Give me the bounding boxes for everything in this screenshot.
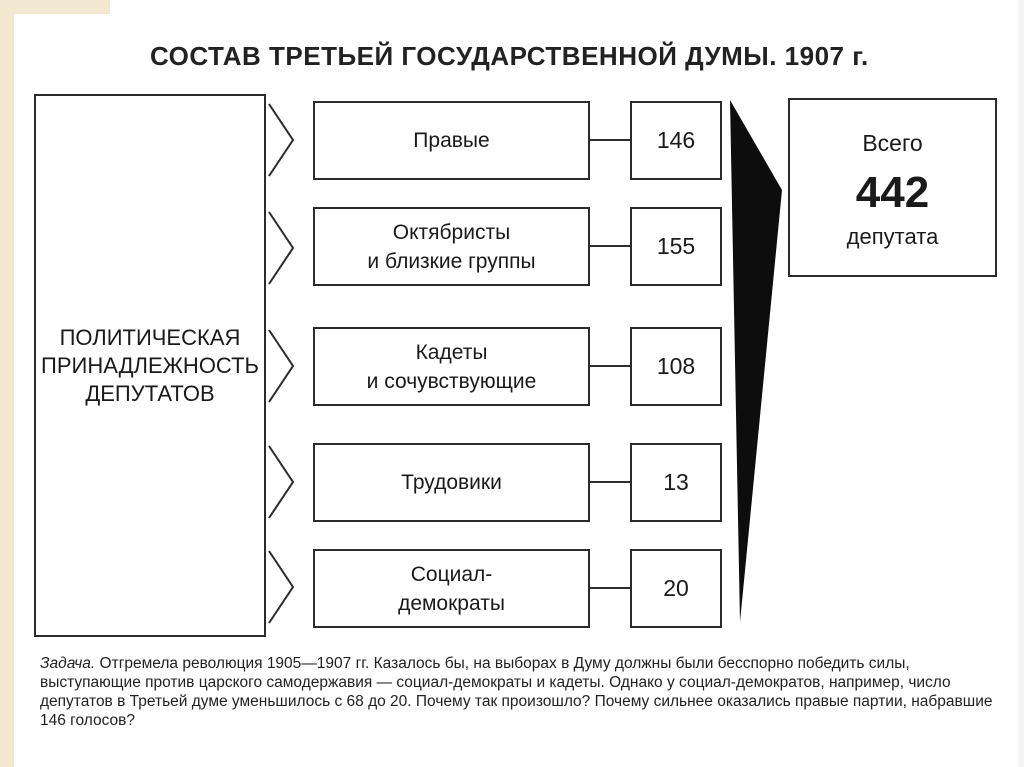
group-count: 20	[663, 575, 689, 601]
group-count: 13	[663, 469, 689, 495]
group-box-right: Правые	[313, 101, 590, 180]
total-suffix: депутата	[846, 224, 939, 249]
task-text: Отгремела революция 1905—1907 гг. Казало…	[40, 655, 993, 729]
slide-top-edge	[0, 0, 110, 14]
chevron-arrow-4	[268, 445, 295, 519]
count-box-social-democrats: 20	[630, 549, 722, 628]
group-box-social-democrats: Социал- демократы	[313, 549, 590, 628]
group-count: 146	[656, 127, 696, 153]
chevron-arrow-2	[268, 211, 295, 285]
political-affiliation-label: ПОЛИТИЧЕСКАЯ ПРИНАДЛЕЖНОСТЬ ДЕПУТАТОВ	[41, 324, 259, 406]
slide-right-edge	[1018, 0, 1024, 767]
group-label: Октябристы и близкие группы	[367, 220, 536, 273]
chevron-arrow-3	[268, 329, 295, 403]
count-box-cadets: 108	[630, 327, 722, 406]
group-count: 155	[656, 233, 696, 259]
count-box-right: 146	[630, 101, 722, 180]
group-box-cadets: Кадеты и сочувствующие	[313, 327, 590, 406]
task-text-block: Задача. Отгремела революция 1905—1907 гг…	[40, 654, 1010, 744]
political-affiliation-box: ПОЛИТИЧЕСКАЯ ПРИНАДЛЕЖНОСТЬ ДЕПУТАТОВ	[34, 94, 266, 637]
total-box: Всего 442 депутата	[788, 98, 997, 277]
task-label: Задача.	[40, 655, 96, 672]
slide-left-edge	[0, 0, 14, 767]
group-count: 108	[656, 353, 696, 379]
group-label: Социал- демократы	[398, 562, 505, 615]
total-prefix: Всего	[862, 130, 923, 156]
total-wedge	[730, 100, 782, 622]
chevron-arrow-5	[268, 550, 295, 624]
chevron-arrow-1	[268, 103, 295, 177]
group-box-octobrists: Октябристы и близкие группы	[313, 207, 590, 286]
count-box-octobrists: 155	[630, 207, 722, 286]
group-label: Кадеты и сочувствующие	[366, 340, 537, 393]
group-box-trudoviki: Трудовики	[313, 443, 590, 522]
diagram-title: СОСТАВ ТРЕТЬЕЙ ГОСУДАРСТВЕННОЙ ДУМЫ. 190…	[150, 41, 869, 71]
group-label: Трудовики	[401, 471, 502, 494]
total-value: 442	[855, 168, 930, 217]
count-box-trudoviki: 13	[630, 443, 722, 522]
group-label: Правые	[413, 129, 490, 152]
